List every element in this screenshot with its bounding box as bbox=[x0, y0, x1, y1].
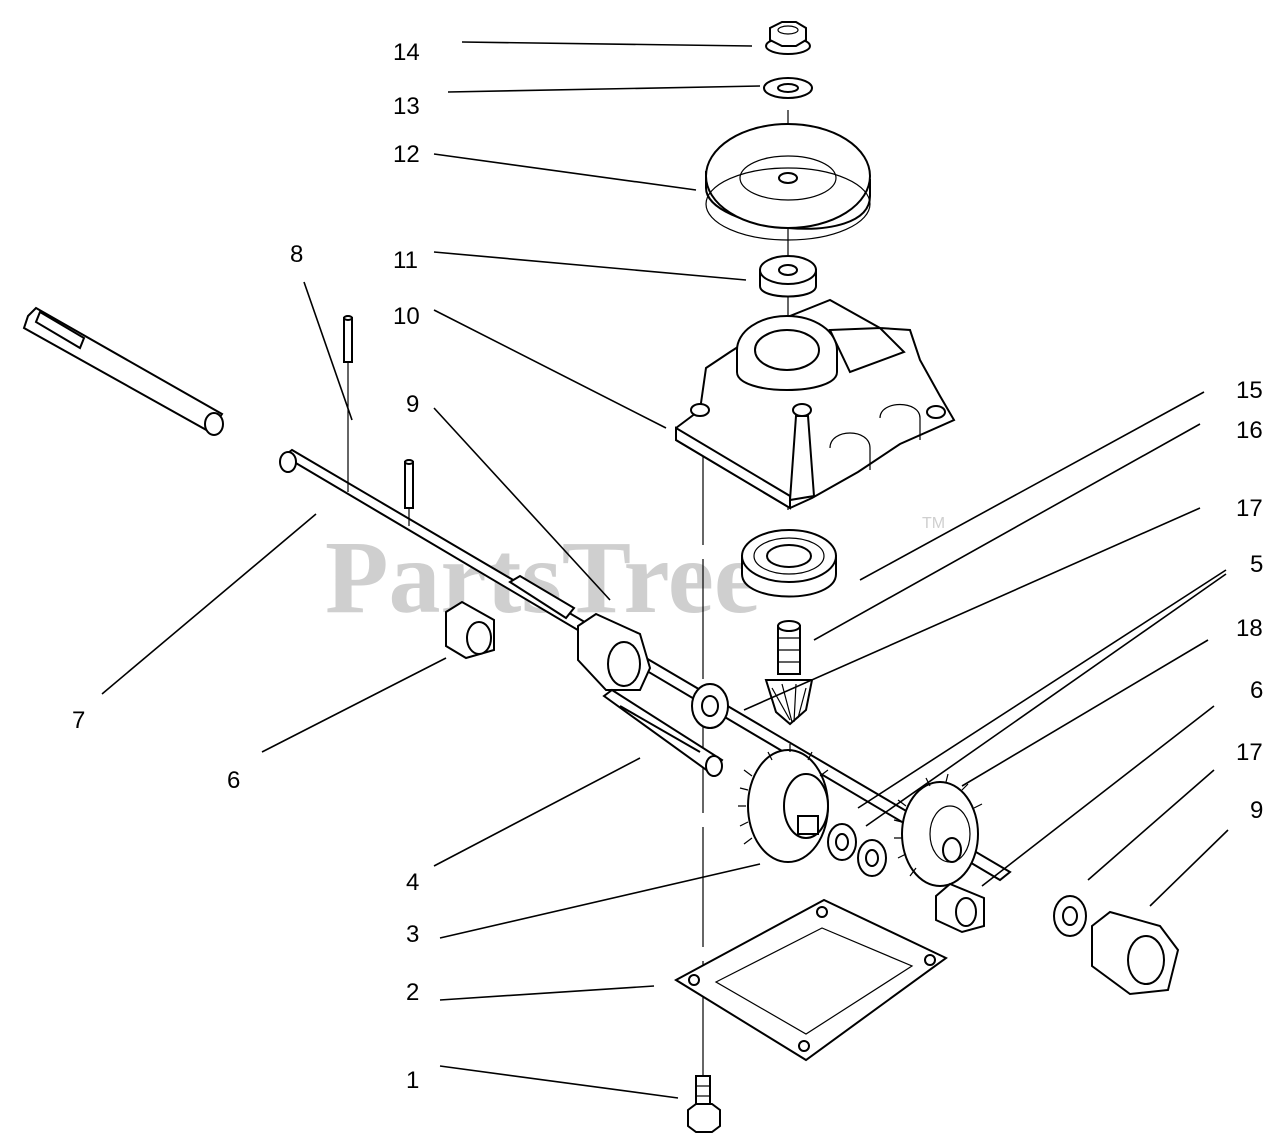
callout-12: 12 bbox=[393, 141, 420, 168]
gear-left[interactable] bbox=[738, 744, 829, 863]
axle-shaft-end[interactable] bbox=[22, 306, 224, 436]
hex-flange-nut[interactable] bbox=[765, 21, 811, 55]
callout-9-upper: 9 bbox=[406, 391, 419, 418]
pin-right[interactable] bbox=[404, 459, 414, 526]
callout-14: 14 bbox=[393, 39, 420, 66]
callout-11: 11 bbox=[393, 247, 418, 274]
pinion-gear[interactable] bbox=[764, 679, 814, 726]
bushing-large[interactable] bbox=[577, 612, 652, 691]
callout-10: 10 bbox=[393, 303, 420, 330]
callout-18: 18 bbox=[1236, 615, 1263, 642]
callout-9-lower: 9 bbox=[1250, 797, 1263, 824]
spacer[interactable] bbox=[759, 255, 817, 298]
callout-7: 7 bbox=[72, 707, 85, 734]
idler-shaft[interactable] bbox=[602, 688, 724, 777]
washer-mid-a[interactable] bbox=[827, 823, 857, 861]
washer-right[interactable] bbox=[1053, 895, 1087, 937]
callout-3: 3 bbox=[406, 921, 419, 948]
washer-mid-b[interactable] bbox=[857, 839, 887, 877]
bearing[interactable] bbox=[741, 529, 837, 598]
callout-17-lower: 17 bbox=[1236, 739, 1263, 766]
gasket[interactable] bbox=[674, 898, 948, 1062]
callout-16: 16 bbox=[1236, 417, 1263, 444]
watermark-tm: TM bbox=[922, 515, 945, 532]
callout-5: 5 bbox=[1250, 551, 1263, 578]
callout-6-right: 6 bbox=[1250, 677, 1263, 704]
callout-6-left: 6 bbox=[227, 767, 240, 794]
leader-lines bbox=[101, 41, 1229, 1099]
callout-4: 4 bbox=[406, 869, 419, 896]
bolt[interactable] bbox=[687, 1075, 721, 1133]
callout-13: 13 bbox=[393, 93, 420, 120]
bushing-right[interactable] bbox=[935, 882, 985, 934]
pulley[interactable] bbox=[705, 123, 871, 241]
washer[interactable] bbox=[763, 77, 813, 99]
callout-8: 8 bbox=[290, 241, 303, 268]
bushing-left[interactable] bbox=[445, 600, 495, 660]
callout-17-upper: 17 bbox=[1236, 495, 1263, 522]
callout-1: 1 bbox=[406, 1067, 419, 1094]
gear-case-cover[interactable] bbox=[675, 298, 956, 510]
gear-right[interactable] bbox=[893, 773, 983, 887]
watermark: PartsTree bbox=[325, 520, 760, 635]
bushing-large-right[interactable] bbox=[1091, 910, 1180, 996]
callout-15: 15 bbox=[1236, 377, 1263, 404]
callout-2: 2 bbox=[406, 979, 419, 1006]
thrust-washer-upper[interactable] bbox=[691, 683, 729, 729]
input-shaft[interactable] bbox=[777, 620, 801, 675]
pin-left[interactable] bbox=[343, 315, 353, 492]
callout-labels: 14 13 12 11 10 9 8 7 6 4 3 2 1 15 16 17 … bbox=[72, 39, 1263, 1094]
